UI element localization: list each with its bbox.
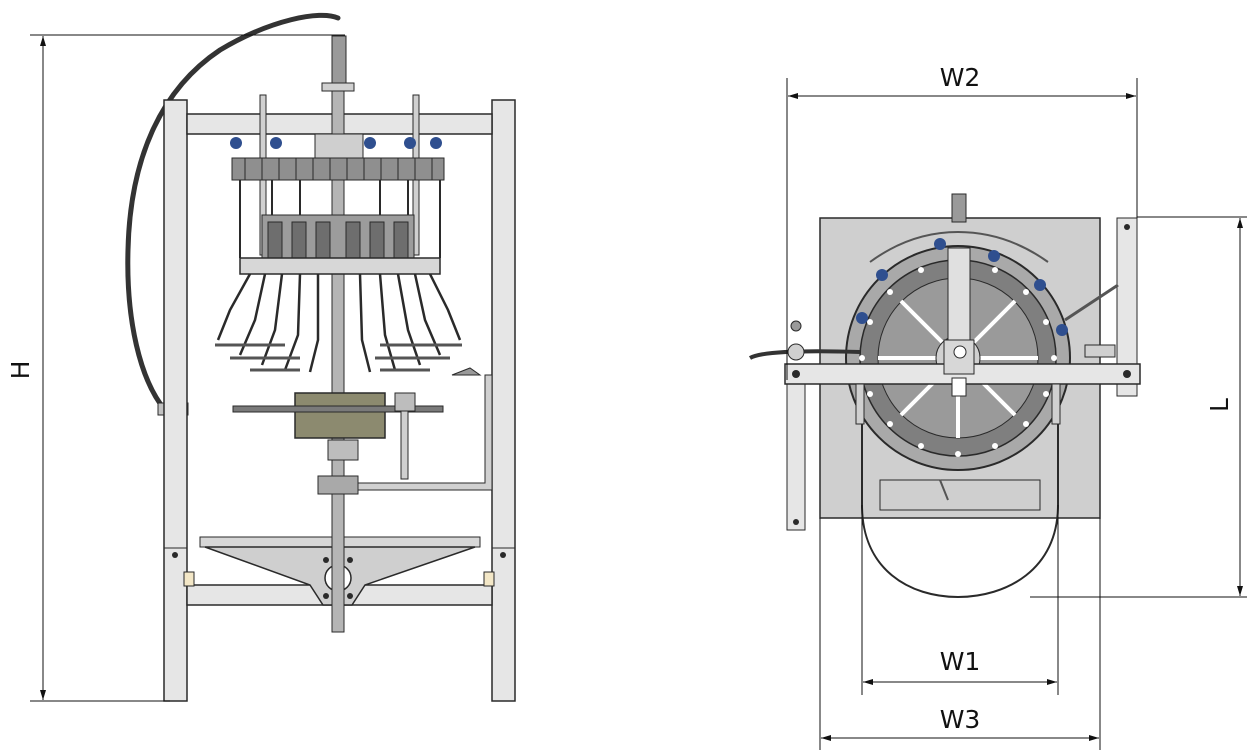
front-mid-plate <box>239 257 441 275</box>
dimension-h-label: H <box>6 361 35 380</box>
front-gearbox <box>294 392 386 439</box>
dimension-l-label: L <box>1205 398 1234 412</box>
dimension-w3-label: W3 <box>940 705 981 734</box>
nozzle-icon <box>988 250 1000 262</box>
top-connector <box>951 193 967 223</box>
nozzle-icon <box>1034 279 1046 291</box>
nozzle-icon <box>230 137 242 149</box>
nozzle-icon <box>876 269 888 281</box>
top-right-post <box>1116 217 1138 397</box>
nozzle-icon <box>430 137 442 149</box>
front-right-post <box>491 99 516 702</box>
top-left-post <box>786 379 806 531</box>
front-grippers <box>216 273 462 373</box>
front-hose <box>125 12 341 413</box>
dimension-w2-label: W2 <box>940 63 981 92</box>
dimension-lines <box>30 34 1247 750</box>
nozzle-icon <box>364 137 376 149</box>
nozzle-icon <box>1056 324 1068 336</box>
nozzle-icon <box>270 137 282 149</box>
top-view <box>748 193 1141 599</box>
front-nozzle-ring <box>231 157 445 181</box>
nozzle-icon <box>404 137 416 149</box>
front-shaft-top <box>331 35 347 87</box>
nozzle-icon <box>856 312 868 324</box>
front-cylinder-block <box>261 214 415 261</box>
front-view <box>125 12 516 702</box>
top-chain-loop <box>861 380 1059 599</box>
top-hose <box>748 349 861 360</box>
front-left-post <box>163 99 188 702</box>
dimension-w1-label: W1 <box>940 647 981 676</box>
nozzle-icon <box>934 238 946 250</box>
